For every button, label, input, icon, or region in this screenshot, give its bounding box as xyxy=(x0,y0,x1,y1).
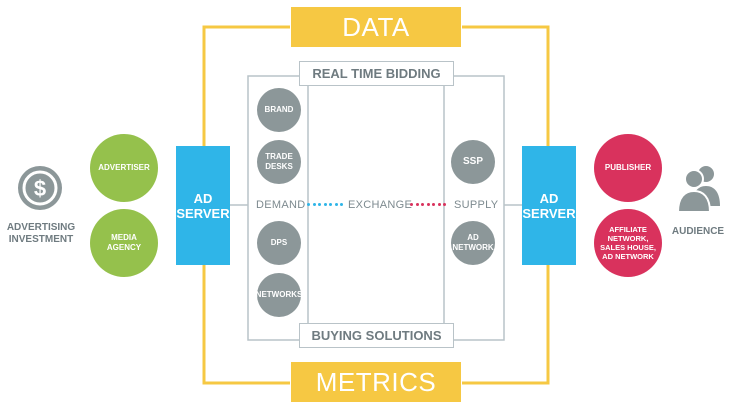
demand-label: DEMAND xyxy=(256,199,306,211)
brand-node: BRAND xyxy=(257,88,301,132)
ad-server-right: AD SERVER xyxy=(522,146,576,265)
connector-dot xyxy=(421,203,424,206)
data-banner: DATA xyxy=(291,7,461,47)
people-icon xyxy=(670,160,726,216)
metrics-frame-left-bottom xyxy=(202,265,290,385)
connector-dot xyxy=(307,203,310,206)
advertiser-node: ADVERTISER xyxy=(90,134,158,202)
audience-caption: AUDIENCE xyxy=(671,226,725,237)
ssp-node: SSP xyxy=(451,140,495,184)
connector-dot xyxy=(437,203,441,206)
ad-network-node: AD NETWORK xyxy=(451,221,495,265)
connector-dot xyxy=(312,203,316,206)
connector-dot xyxy=(334,203,338,206)
dps-node: DPS xyxy=(257,221,301,265)
ad-server-left: AD SERVER xyxy=(176,146,230,265)
connector-dot xyxy=(415,203,419,206)
connector-dot xyxy=(329,203,332,206)
connector-dot xyxy=(443,203,446,206)
real-time-bidding-label: REAL TIME BIDDING xyxy=(299,61,454,86)
connector-dot xyxy=(432,203,435,206)
buying-solutions-label: BUYING SOLUTIONS xyxy=(299,323,454,348)
metrics-banner: METRICS xyxy=(291,362,461,402)
metrics-frame-right-bottom xyxy=(462,265,550,385)
data-frame-right-top xyxy=(462,25,550,147)
svg-text:$: $ xyxy=(34,176,46,201)
connector-dot xyxy=(426,203,430,206)
affiliate-network-node: AFFILIATE NETWORK, SALES HOUSE, AD NETWO… xyxy=(594,209,662,277)
connector-dot xyxy=(410,203,413,206)
advertising-investment-caption: ADVERTISING INVESTMENT xyxy=(6,222,76,245)
dollar-icon: $ xyxy=(18,166,62,210)
connector-dot xyxy=(318,203,321,206)
media-agency-node: MEDIA AGENCY xyxy=(90,209,158,277)
connector-dot xyxy=(323,203,327,206)
publisher-node: PUBLISHER xyxy=(594,134,662,202)
networks-node: NETWORKS xyxy=(256,273,302,317)
trade-desks-node: TRADE DESKS xyxy=(257,140,301,184)
supply-label: SUPPLY xyxy=(454,199,499,211)
exchange-label: EXCHANGE xyxy=(348,199,413,211)
connector-dot xyxy=(340,203,343,206)
data-frame-left-top xyxy=(202,25,290,147)
